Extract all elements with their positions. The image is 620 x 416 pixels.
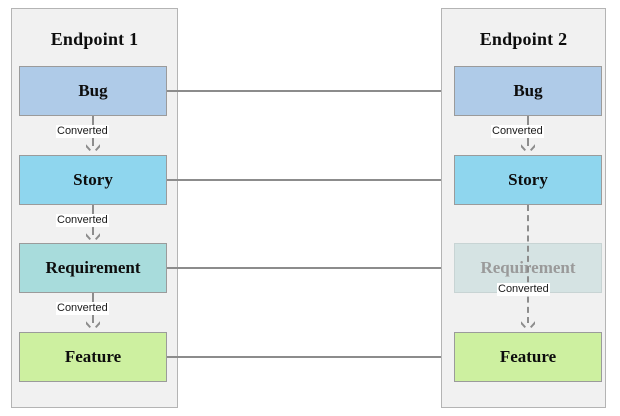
- connector-label-endpoint-1-requirement-to-feature: Converted: [56, 302, 109, 315]
- node-endpoint-2-story[interactable]: Story: [454, 155, 602, 205]
- mapping-line-requirement: [167, 267, 443, 269]
- node-label: Story: [508, 170, 548, 189]
- arrowhead-down-icon: [521, 320, 535, 329]
- node-label: Bug: [78, 81, 108, 100]
- node-label: Bug: [513, 81, 543, 100]
- connector-label-endpoint-1-story-to-requirement: Converted: [56, 214, 109, 227]
- node-endpoint-1-feature[interactable]: Feature: [19, 332, 167, 382]
- mapping-line-bug: [167, 90, 443, 92]
- node-endpoint-2-bug[interactable]: Bug: [454, 66, 602, 116]
- arrowhead-down-icon: [86, 320, 100, 329]
- mapping-line-feature: [167, 356, 443, 358]
- panel-title-endpoint-1: Endpoint 1: [50, 29, 139, 49]
- arrowhead-down-icon: [86, 232, 100, 241]
- node-endpoint-1-requirement[interactable]: Requirement: [19, 243, 167, 293]
- connector-label-endpoint-2-story-to-feature: Converted: [497, 283, 550, 296]
- node-label: Story: [73, 170, 113, 189]
- connector-endpoint-2-story-to-feature: [527, 205, 529, 323]
- node-label: Feature: [499, 347, 557, 366]
- node-endpoint-1-story[interactable]: Story: [19, 155, 167, 205]
- node-label: Requirement: [45, 258, 141, 277]
- connector-label-endpoint-1-bug-to-story: Converted: [56, 125, 109, 138]
- node-endpoint-2-feature[interactable]: Feature: [454, 332, 602, 382]
- connector-label-endpoint-2-bug-to-story: Converted: [491, 125, 544, 138]
- arrowhead-down-icon: [521, 143, 535, 152]
- panel-title-endpoint-2: Endpoint 2: [479, 29, 568, 49]
- arrowhead-down-icon: [86, 143, 100, 152]
- node-endpoint-1-bug[interactable]: Bug: [19, 66, 167, 116]
- mapping-line-story: [167, 179, 443, 181]
- node-label: Feature: [64, 347, 122, 366]
